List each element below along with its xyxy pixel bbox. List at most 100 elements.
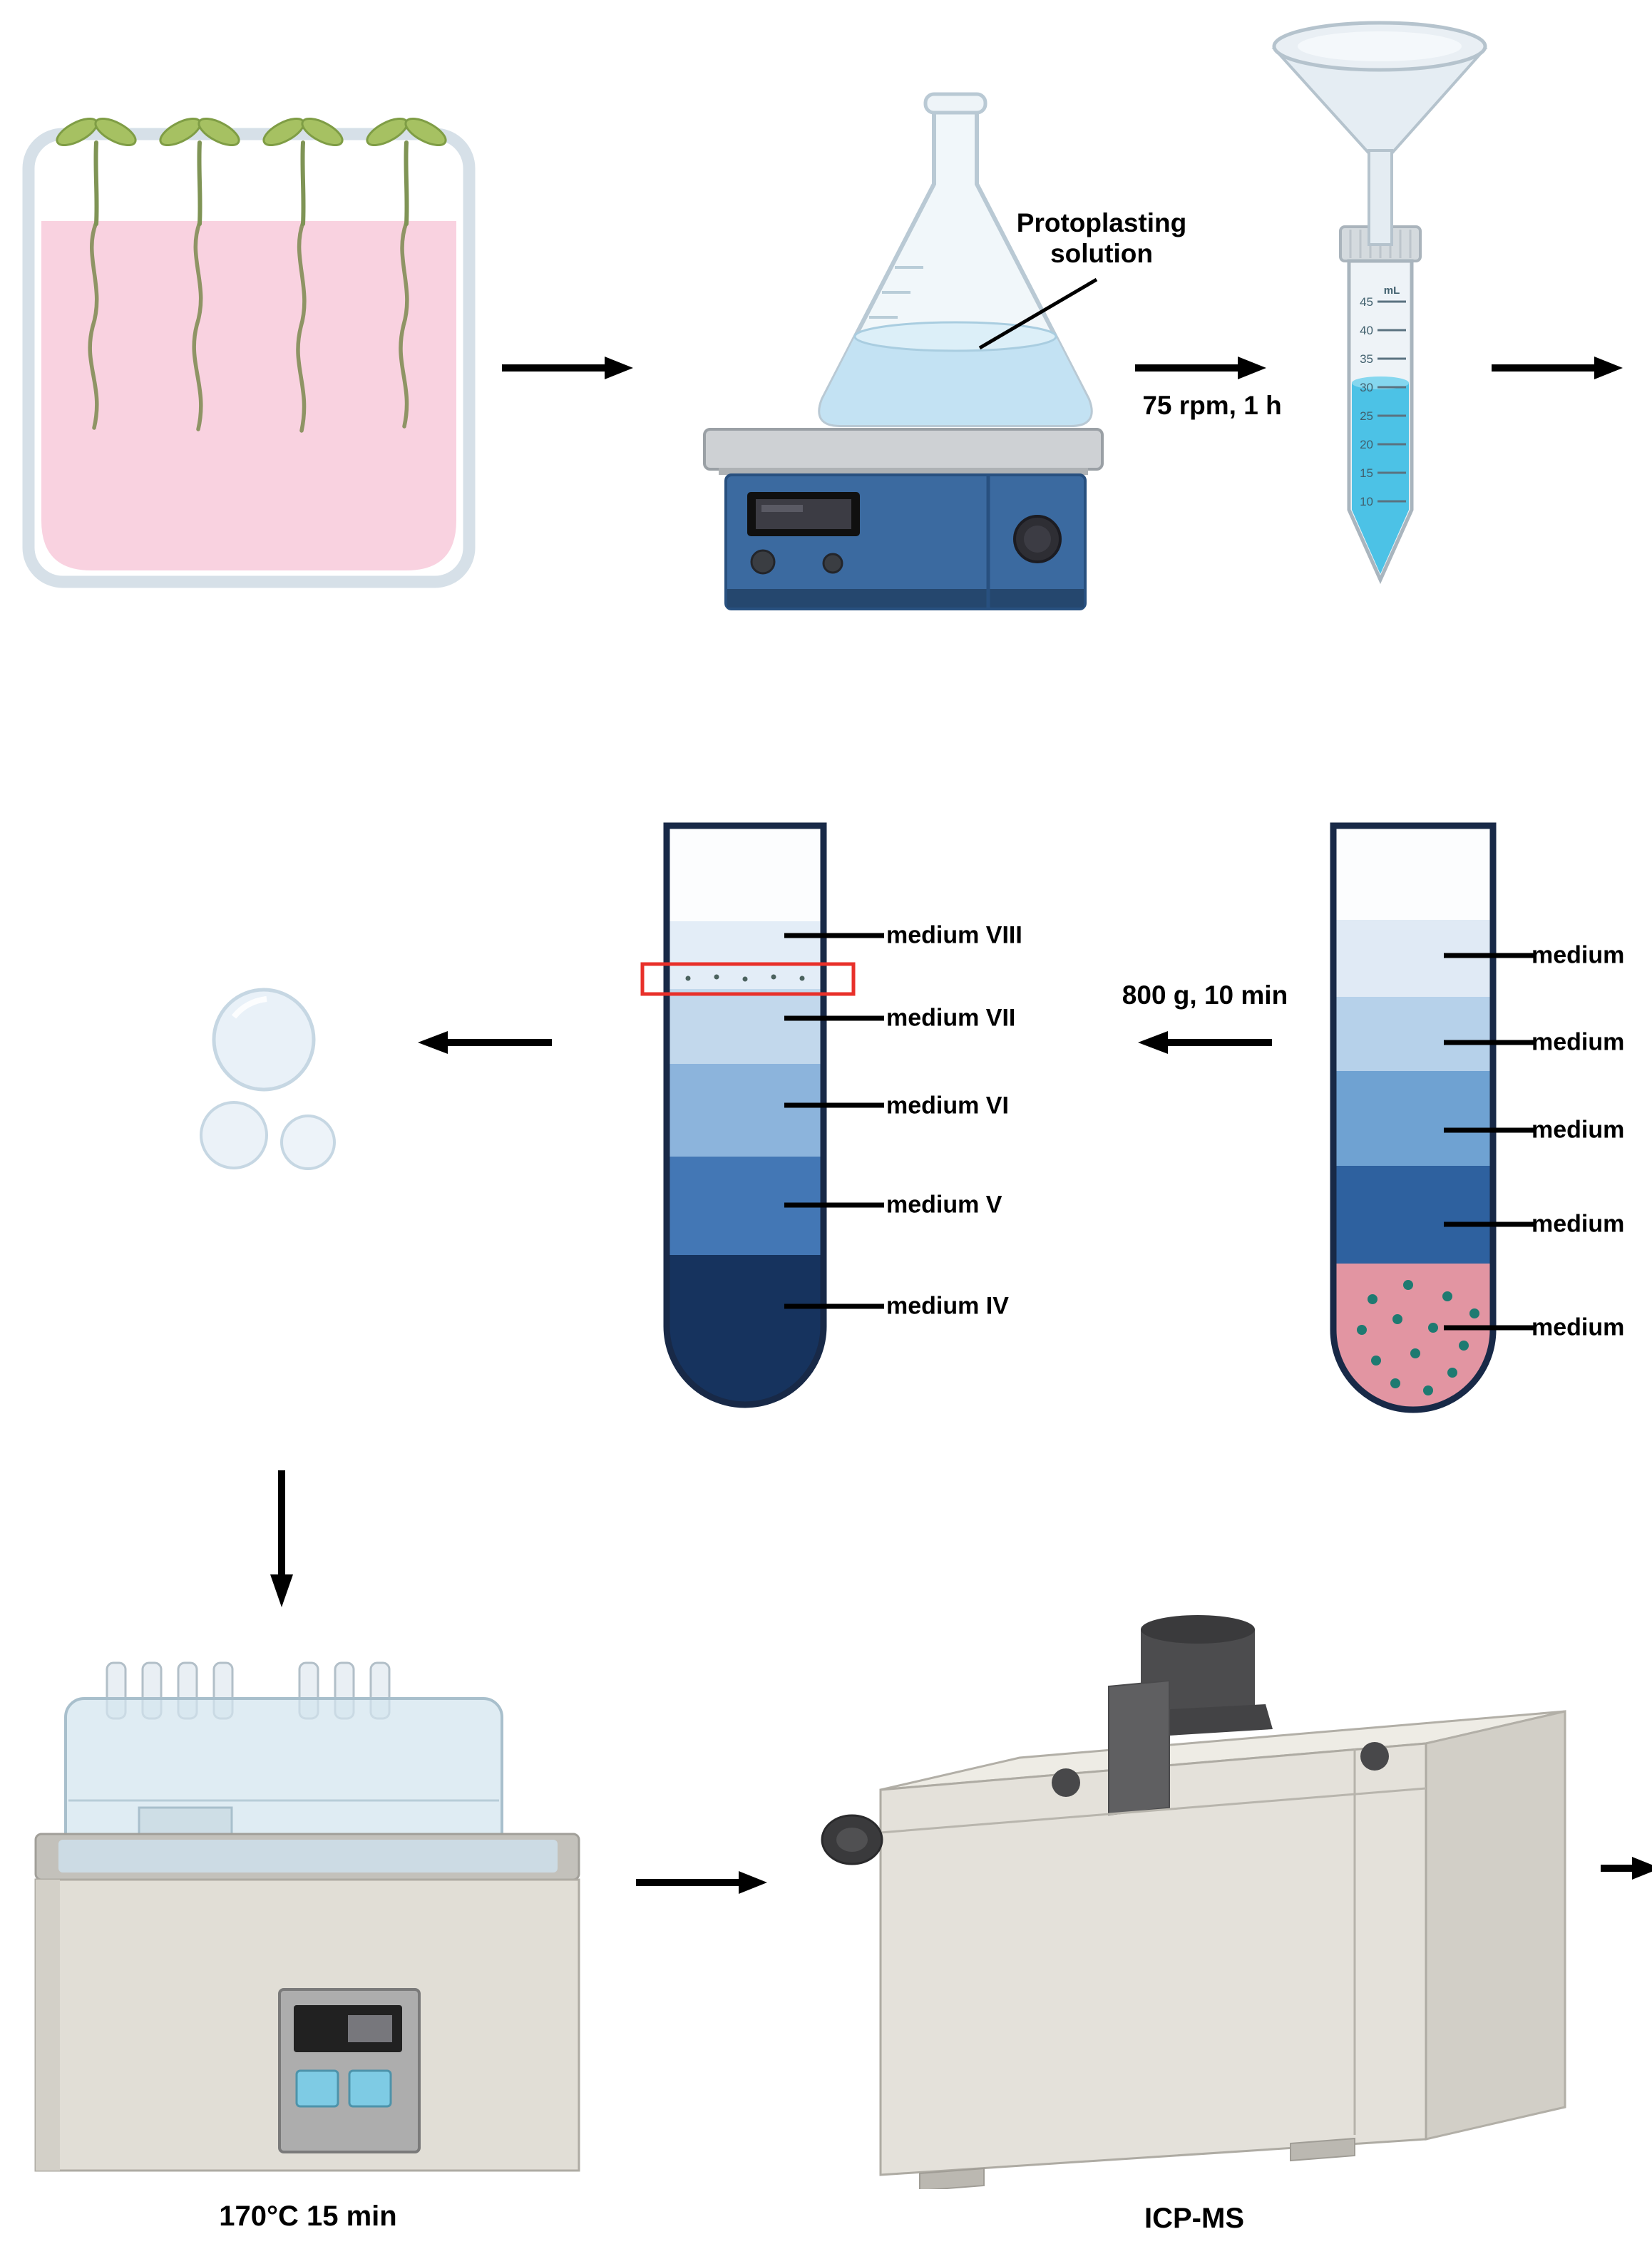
layer-label-medium-vi: medium VI [886,1092,1009,1120]
tube-tick-35: 35 [1360,352,1373,366]
arrow-icpms-to-next-icon [1601,1857,1652,1880]
layer-label-medium-v: medium V [886,1191,1002,1219]
display-segment [348,2015,392,2042]
display-segment [761,505,803,512]
shaker-platform [703,428,1104,471]
layer-medium-iv [667,1255,824,1405]
icpms-instrument-illustration [821,1615,1566,2189]
protoplast-large [212,988,316,1092]
funnel-stem [1368,149,1393,246]
seedling [159,117,240,431]
side-knob-center [836,1828,868,1852]
foot [1290,2137,1355,2162]
shaking-condition-label: 75 rpm, 1 h [1142,391,1282,420]
root [192,220,203,431]
arrow-seedlings-to-shaker-icon [502,357,633,379]
knob-icon [822,553,843,574]
body-shading [36,1880,60,2171]
protoplasting-label-line1: Protoplasting [1016,208,1187,237]
filtration-funnel-tube-illustration: mL 45 40 35 30 25 20 15 10 [1271,21,1488,585]
knob-icon [750,549,776,575]
top-knob-cap [1141,1615,1255,1644]
leaf-icon [404,117,447,147]
tube-tick-30: 30 [1360,381,1373,394]
stem [197,140,202,226]
hinge-icon [1360,1742,1389,1771]
tube-tick-10: 10 [1360,495,1373,508]
filtered-protoplast-suspension [1352,383,1409,574]
protoplast-pellet-dots [1357,1280,1479,1395]
seedling-tray-illustration [22,117,476,588]
layer-label-before-3: medium [1532,1116,1625,1144]
layer-5-cell-suspension [1333,1264,1493,1410]
protoplast-bubbles-illustration [200,988,336,1170]
protoplasting-solution-liquid [820,337,1091,425]
funnel-mouth [1298,31,1462,61]
bath-water [58,1840,558,1873]
layer-3 [1333,1071,1493,1166]
orbital-shaker-illustration [703,92,1104,610]
layer-2 [1333,997,1493,1071]
arrow-tube-to-protoplasts-icon [418,1031,552,1054]
protoplast-small [200,1101,268,1169]
stem [300,140,306,226]
root [399,220,409,429]
leaf-icon [301,117,344,147]
panel-button [348,2069,392,2108]
layer-medium-vi [667,1064,824,1157]
instrument-right-face [1425,1710,1566,2141]
seedling [366,117,447,429]
seedling [56,117,137,430]
label-pointer-line [978,277,1098,350]
layer-label-medium-iv: medium IV [886,1292,1009,1320]
highlight [231,996,267,1019]
instrument-front-face [879,1742,1427,2176]
layer-label-medium-vii: medium VII [886,1004,1016,1032]
tube-tick-40: 40 [1360,324,1373,337]
arrow-shaker-to-filter-icon [1135,357,1266,379]
leaf-icon [197,117,240,147]
leaf-icon [94,117,137,147]
arrow-down-to-waterbath-icon [270,1470,293,1607]
water-bath-illustration [34,1661,580,2172]
seedling [262,117,344,433]
pink-growth-medium [41,221,456,570]
layer-label-before-5: medium [1532,1313,1625,1341]
band-highlight-box [640,962,856,996]
tube-outline [663,822,827,1408]
layer-4 [1333,1166,1493,1264]
protoplast-small [280,1115,336,1170]
tube-tick-25: 25 [1360,409,1373,423]
arrow-centrifugation-icon [1138,1031,1272,1054]
protoplasting-label-line2: solution [1050,238,1153,268]
tube-tick-15: 15 [1360,466,1373,480]
layer-label-before-1: medium [1532,941,1625,969]
root [88,220,99,430]
gradient-tube-after-centrifugation [640,822,884,1408]
foot [919,2167,985,2189]
instrument-label: ICP-MS [1144,2203,1244,2234]
tube-unit-label: mL [1384,285,1400,297]
liquid-surface [853,321,1057,352]
digestion-condition-label: 170°C 15 min [219,2201,397,2232]
tube-tick-20: 20 [1360,438,1373,451]
flask-lip [923,92,987,115]
platform-shadow [719,468,1088,475]
gradient-tube-before-centrifugation [1330,822,1536,1413]
arrow-bath-to-icpms-icon [636,1871,767,1894]
panel-button [295,2069,339,2108]
shaker-base [727,589,1084,608]
display-screen [756,499,851,529]
hinge-icon [1052,1768,1080,1797]
centrifugation-condition-label: 800 g, 10 min [1122,980,1288,1010]
protoplasting-solution-label: Protoplasting solution [970,208,1233,269]
arrow-filter-to-next-icon [1492,357,1623,379]
layer-1 [1333,920,1493,997]
protoplast-band-dots [685,974,805,982]
layer-label-medium-viii: medium VIII [886,921,1022,949]
root [296,220,307,433]
tube-tick-45: 45 [1360,295,1373,309]
speed-knob-center [1024,526,1051,553]
torch-housing [1108,1679,1170,1816]
